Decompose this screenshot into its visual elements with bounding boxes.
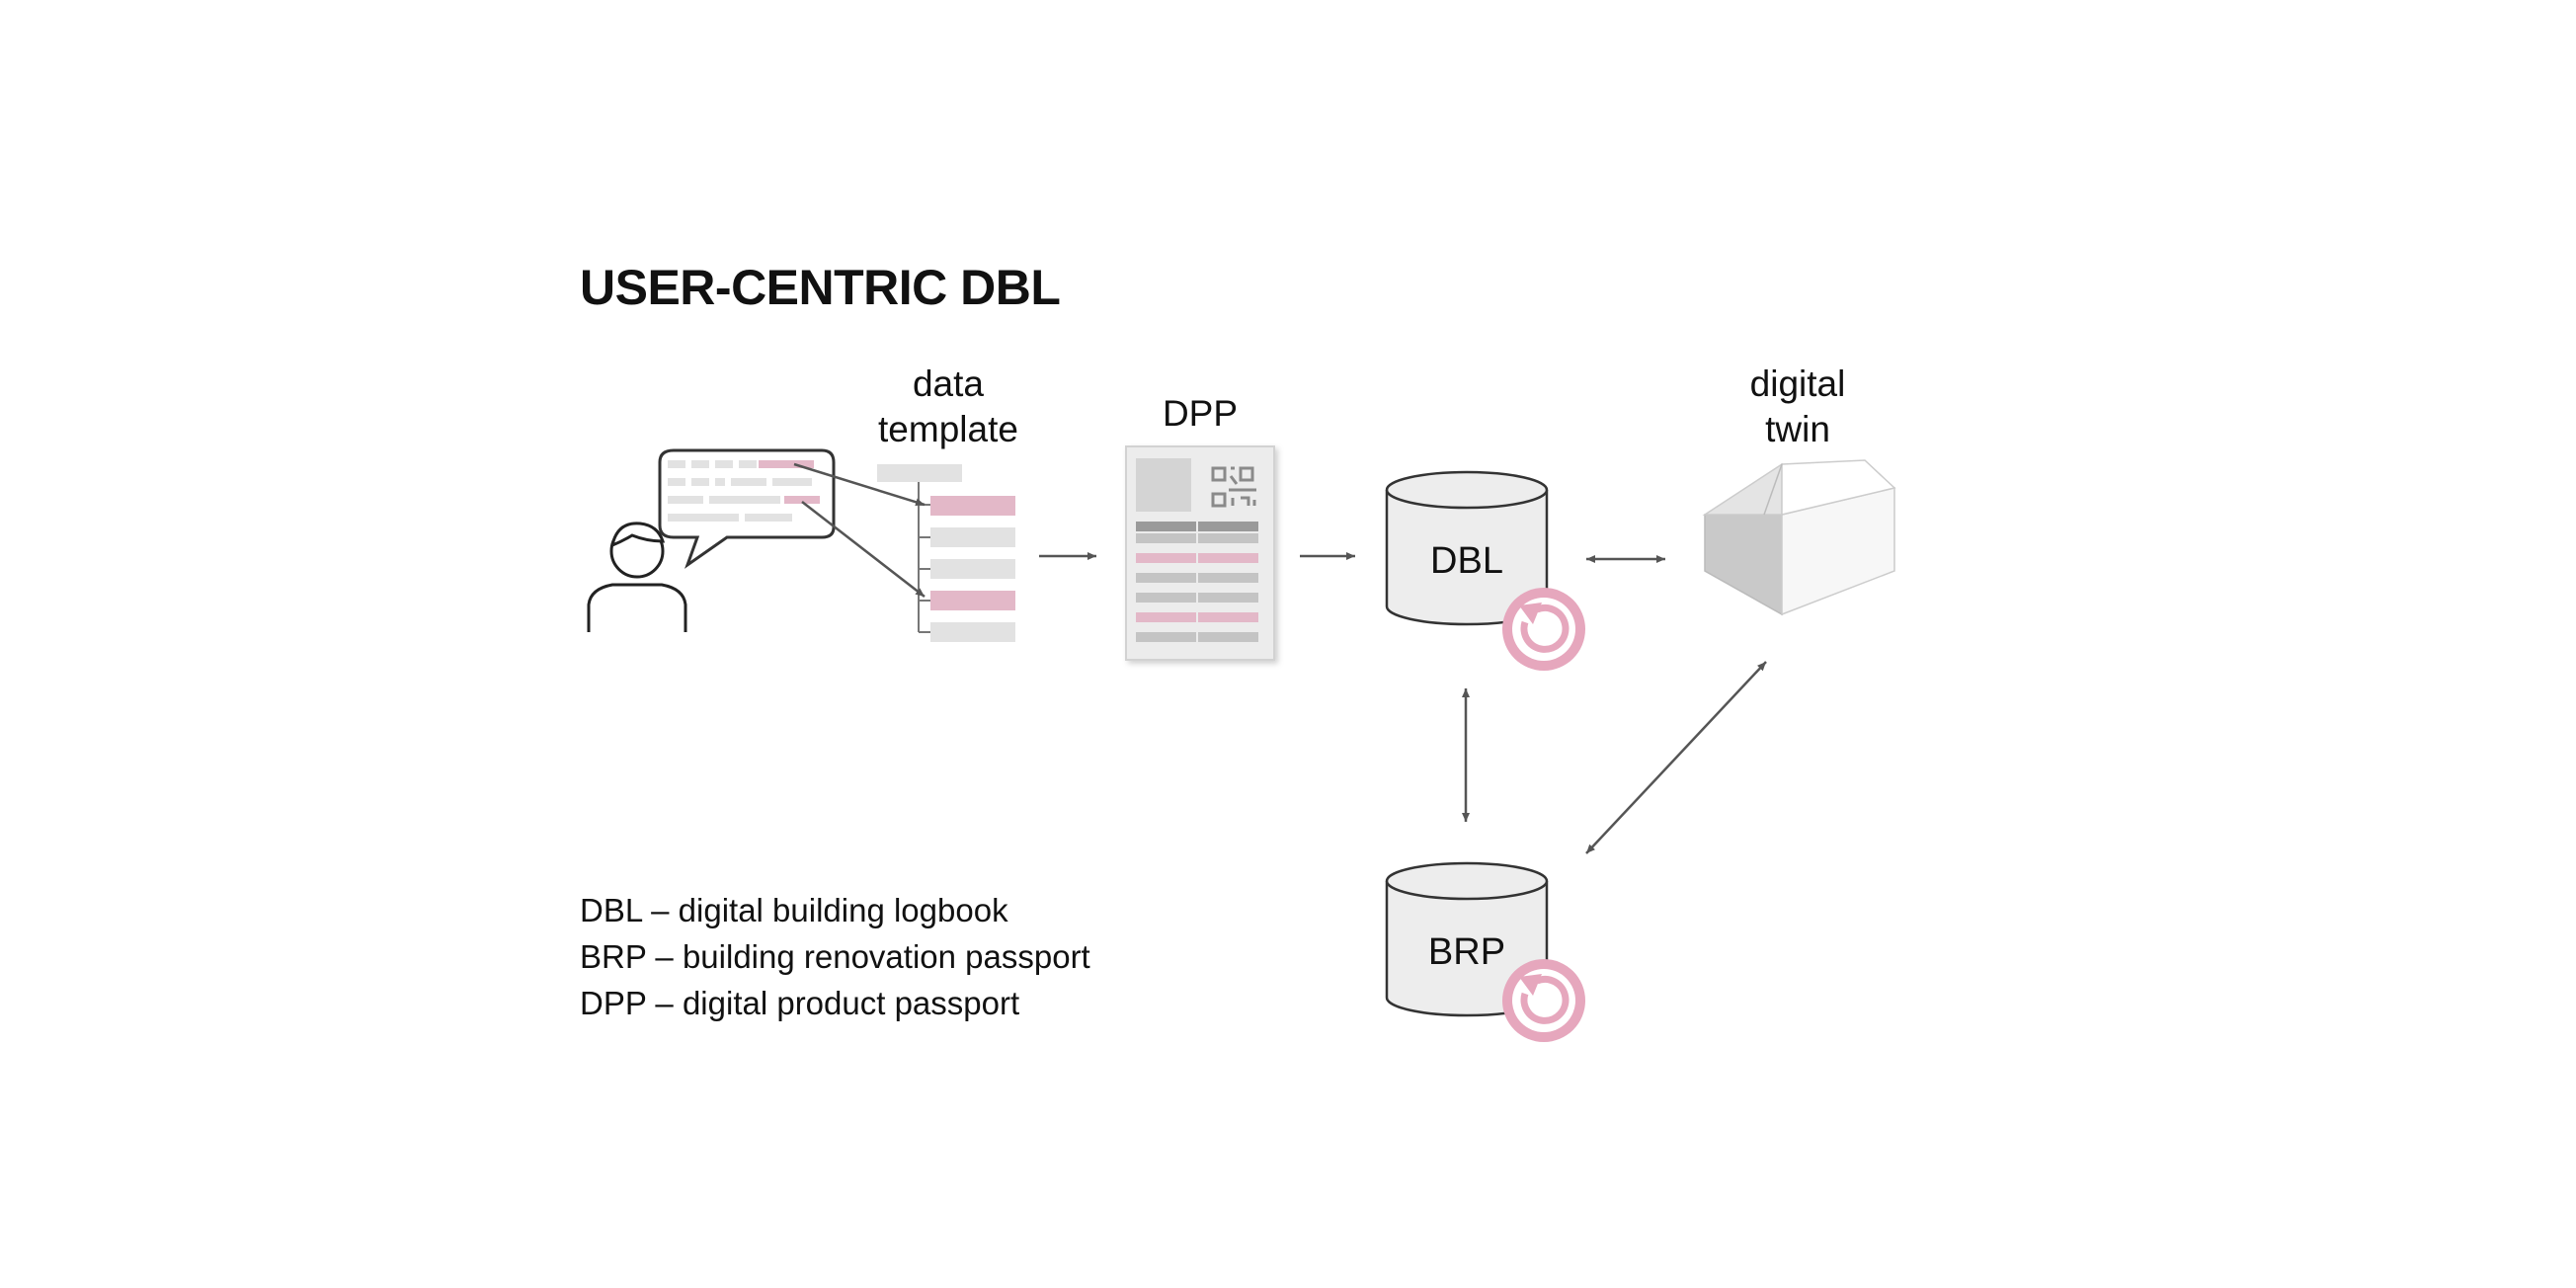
mapping-arrow-1 [793, 462, 926, 507]
legend-item-dbl: DBL – digital building logbook [580, 892, 1008, 928]
arrow-digital-twin-brp [1585, 661, 1767, 854]
dbl-cycle-icon [1502, 588, 1585, 671]
mapping-arrow-2 [801, 501, 926, 598]
user-icon [587, 522, 687, 632]
brp-label: BRP [1428, 931, 1505, 973]
legend: DBL – digital building logbook BRP – bui… [580, 887, 1090, 1026]
qr-code-icon [1211, 466, 1256, 508]
brp-cycle-icon [1502, 959, 1585, 1042]
dbl-database-icon: DBL [1385, 470, 1549, 626]
dpp-label: DPP [1162, 393, 1239, 434]
data-template-label-line2: template [878, 409, 1018, 449]
legend-item-dpp: DPP – digital product passport [580, 985, 1020, 1021]
data-template-label: data template [849, 362, 1047, 452]
speech-bubble-icon [658, 448, 836, 569]
digital-twin-label-line1: digital [1749, 363, 1846, 404]
data-template-label-line1: data [912, 363, 984, 404]
legend-item-brp: BRP – building renovation passport [580, 938, 1090, 975]
dpp-document-icon [1125, 445, 1275, 661]
dbl-label: DBL [1430, 540, 1503, 582]
page-title: USER-CENTRIC DBL [580, 260, 1061, 315]
digital-twin-label-line2: twin [1765, 409, 1830, 449]
digital-twin-label: digital twin [1699, 362, 1896, 452]
house-icon [1702, 459, 1896, 616]
data-template-icon [877, 464, 1015, 642]
